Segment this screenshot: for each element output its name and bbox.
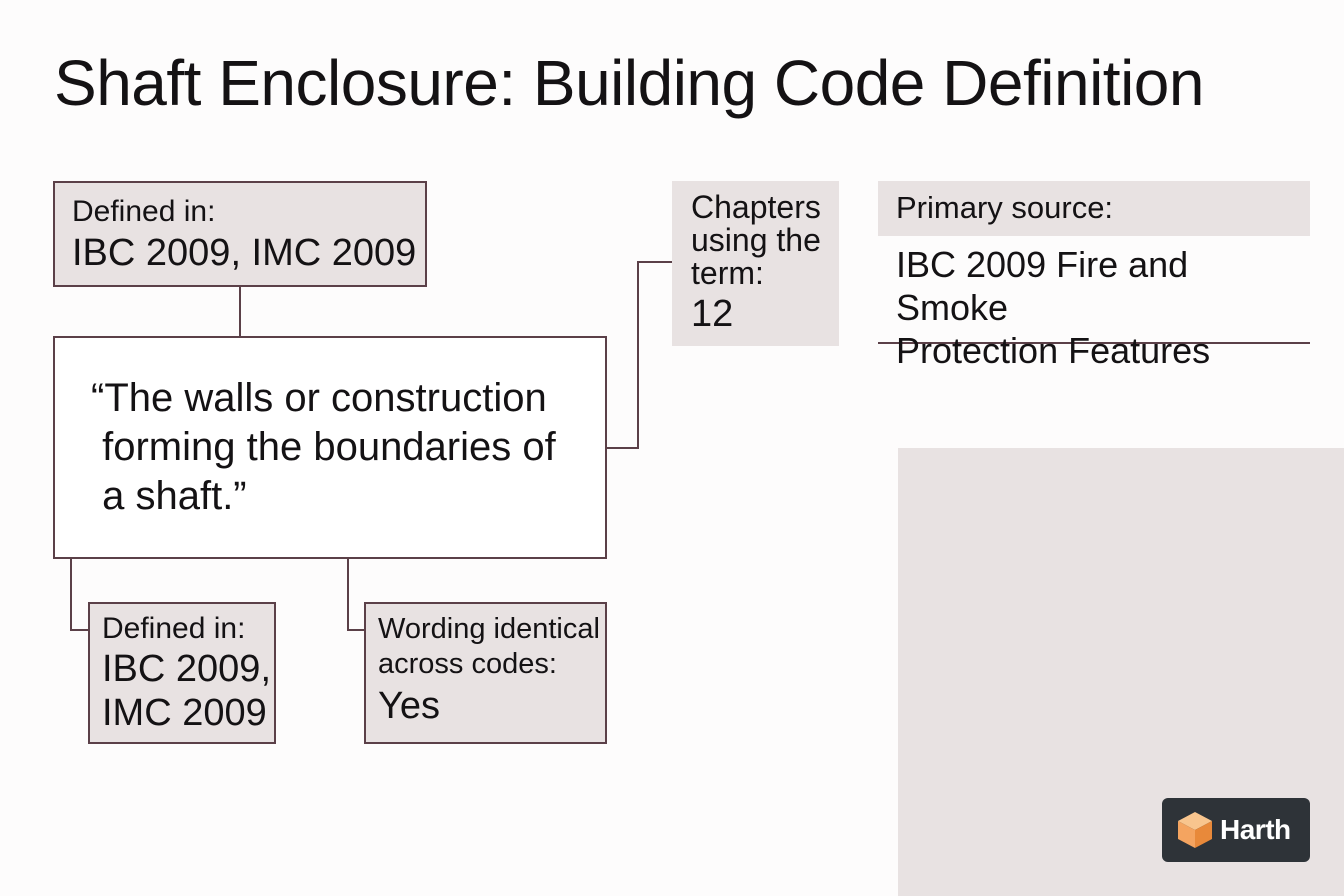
- wording-label-line1: Wording identical: [378, 613, 600, 645]
- cube-icon: [1178, 812, 1212, 848]
- primary-source-value-line1: IBC 2009 Fire and Smoke: [896, 244, 1189, 328]
- primary-source-value-line2: Protection Features: [896, 330, 1211, 371]
- defined-in-top-label: Defined in:: [72, 195, 216, 228]
- defined-in-bottom-box: Defined in: IBC 2009, IMC 2009: [88, 602, 276, 744]
- defined-in-top-box: Defined in: IBC 2009, IMC 2009: [53, 181, 427, 287]
- primary-source-value: IBC 2009 Fire and Smoke Protection Featu…: [878, 243, 1310, 371]
- wording-value: Yes: [378, 685, 440, 727]
- definition-box: “The walls or construction forming the b…: [53, 336, 607, 559]
- wording-identical-box: Wording identical across codes: Yes: [364, 602, 607, 744]
- chapters-label-line1: Chapters: [691, 189, 821, 225]
- defined-in-bottom-label: Defined in:: [102, 612, 246, 645]
- connector-definition-to-defined-bottom: [70, 559, 88, 631]
- defined-in-top-value: IBC 2009, IMC 2009: [72, 232, 417, 274]
- primary-source-label: Primary source:: [878, 181, 1310, 236]
- wording-label-line2: across codes:: [378, 648, 557, 680]
- defined-in-bottom-value-line1: IBC 2009,: [102, 648, 271, 690]
- connector-definition-to-chapters: [607, 261, 672, 449]
- page-title: Shaft Enclosure: Building Code Definitio…: [54, 47, 1204, 119]
- defined-in-bottom-value-line2: IMC 2009: [102, 692, 267, 734]
- chapters-label-line2: using the: [691, 222, 821, 258]
- connector-definition-to-wording: [347, 559, 364, 631]
- chapters-label-line3: term:: [691, 255, 764, 291]
- logo-text: Harth: [1220, 814, 1291, 845]
- chapters-box: Chapters using the term: 12: [672, 181, 839, 346]
- chapters-value: 12: [691, 293, 734, 335]
- harth-logo: Harth: [1162, 798, 1310, 862]
- definition-quote: “The walls or construction forming the b…: [91, 376, 556, 518]
